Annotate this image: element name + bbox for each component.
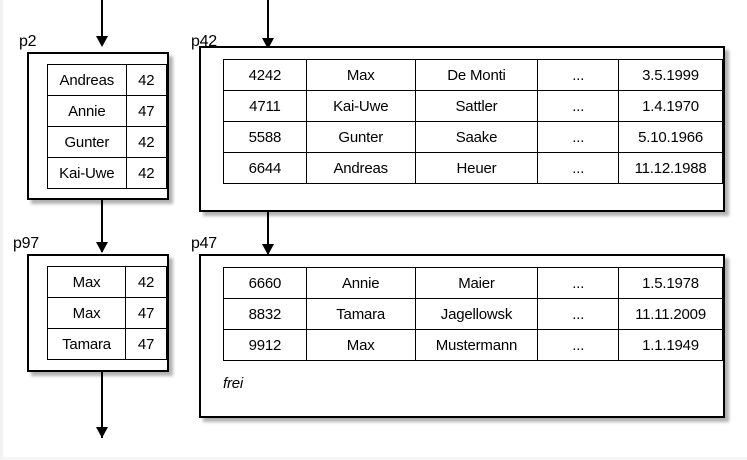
table-row: Max 47 [46,297,167,329]
page-box-p47: 6660 Annie Maier ... 1.5.1978 8832 Tamar… [199,254,725,418]
cell-name: Kai-Uwe [47,157,127,189]
cell-name: Max [46,266,127,298]
cell-date: 1.5.1978 [618,267,723,299]
table-row: Annie 47 [47,95,168,127]
cell-name: Annie [47,95,127,127]
page-label-p97: p97 [13,235,39,252]
cell-name: Gunter [47,126,127,158]
cell-more: ... [537,329,620,361]
cell-first-name: Gunter [305,121,416,153]
cell-value: 47 [125,297,167,329]
cell-id: 8832 [223,298,307,330]
page-box-p42: 4242 Max De Monti ... 3.5.1999 4711 Kai-… [199,46,725,212]
table-row: Andreas 42 [47,64,168,96]
cell-first-name: Max [305,329,416,361]
table-row: 4242 Max De Monti ... 3.5.1999 [223,59,723,91]
cell-first-name: Max [305,59,416,91]
page-label-p47: p47 [191,235,217,252]
cell-last-name: Mustermann [414,329,539,361]
cell-date: 3.5.1999 [618,59,723,91]
page-label-p42: p42 [191,33,217,50]
page-box-p97: Max 42 Max 47 Tamara 47 [27,254,169,372]
cell-id: 4711 [223,90,307,122]
cell-id: 5588 [223,121,307,153]
table-p42: 4242 Max De Monti ... 3.5.1999 4711 Kai-… [223,59,723,184]
cell-value: 47 [125,328,167,360]
page-box-p2: Andreas 42 Annie 47 Gunter 42 Kai-Uwe 42 [27,52,169,200]
cell-id: 4242 [223,59,307,91]
table-row: 4711 Kai-Uwe Sattler ... 1.4.1970 [223,90,723,122]
table-row: 9912 Max Mustermann ... 1.1.1949 [223,329,723,361]
cell-first-name: Annie [305,267,416,299]
cell-date: 11.11.2009 [618,298,723,330]
cell-name: Tamara [46,328,127,360]
table-row: Gunter 42 [47,126,168,158]
cell-more: ... [537,298,620,330]
cell-name: Max [46,297,127,329]
cell-value: 42 [125,266,167,298]
table-row: Tamara 47 [46,328,167,360]
table-row: Kai-Uwe 42 [47,157,168,189]
table-row: 8832 Tamara Jagellowsk ... 11.11.2009 [223,298,723,330]
cell-id: 6660 [223,267,307,299]
cell-last-name: Jagellowsk [414,298,539,330]
cell-id: 6644 [223,152,307,184]
cell-value: 42 [125,64,168,96]
cell-more: ... [537,267,620,299]
table-p47: 6660 Annie Maier ... 1.5.1978 8832 Tamar… [223,267,723,361]
table-row: 6644 Andreas Heuer ... 11.12.1988 [223,152,723,184]
cell-last-name: Maier [414,267,539,299]
cell-id: 9912 [223,329,307,361]
cell-last-name: De Monti [414,59,539,91]
cell-date: 1.4.1970 [618,90,723,122]
page-label-p2: p2 [19,33,37,50]
table-row: 6660 Annie Maier ... 1.5.1978 [223,267,723,299]
cell-last-name: Heuer [414,152,539,184]
cell-first-name: Tamara [305,298,416,330]
cell-date: 5.10.1966 [618,121,723,153]
cell-date: 1.1.1949 [618,329,723,361]
cell-more: ... [537,90,620,122]
cell-first-name: Kai-Uwe [305,90,416,122]
table-p2: Andreas 42 Annie 47 Gunter 42 Kai-Uwe 42 [47,64,168,189]
cell-more: ... [537,121,620,153]
cell-more: ... [537,152,620,184]
cell-first-name: Andreas [305,152,416,184]
table-row: 5588 Gunter Saake ... 5.10.1966 [223,121,723,153]
cell-value: 42 [125,157,168,189]
cell-last-name: Saake [414,121,539,153]
table-p97: Max 42 Max 47 Tamara 47 [46,266,167,360]
cell-last-name: Sattler [414,90,539,122]
cell-more: ... [537,59,620,91]
free-space-label: frei [223,375,244,392]
cell-value: 47 [125,95,168,127]
cell-name: Andreas [47,64,127,96]
table-row: Max 42 [46,266,167,298]
cell-value: 42 [125,126,168,158]
cell-date: 11.12.1988 [618,152,723,184]
